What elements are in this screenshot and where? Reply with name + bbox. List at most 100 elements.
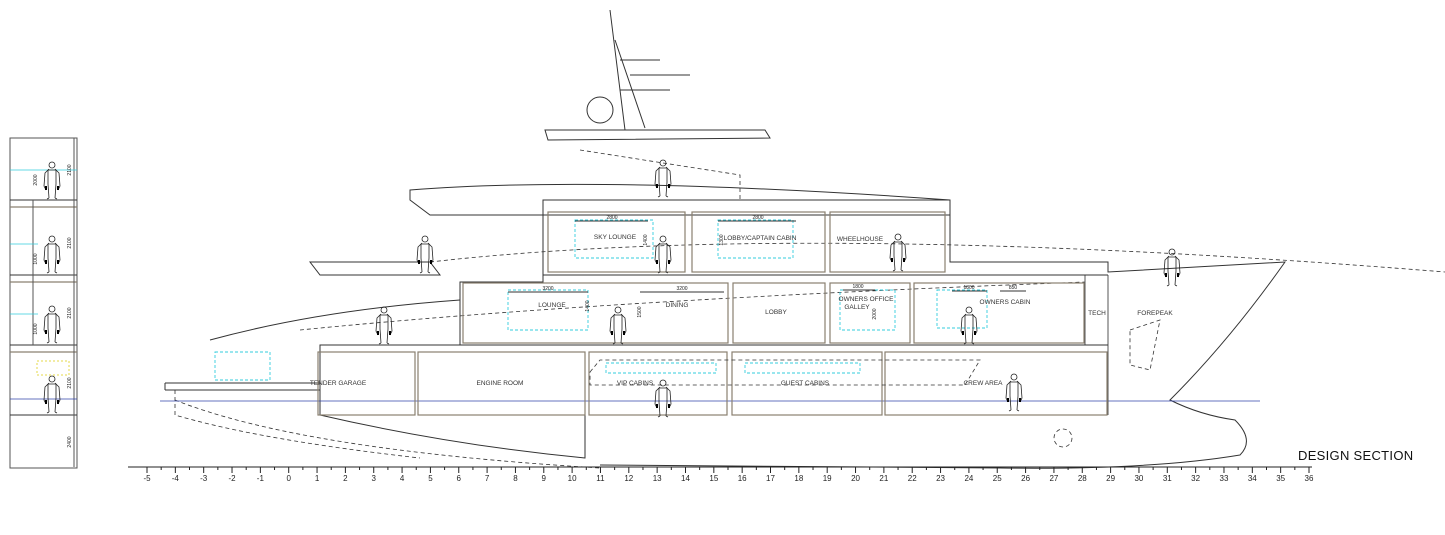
people	[375, 159, 1181, 418]
room-label-tech: TECH	[1088, 310, 1106, 317]
room-label-vip-cabins: VIP CABINS	[617, 380, 654, 387]
person-figure	[43, 235, 61, 274]
room-label-lobby: LOBBY	[765, 309, 787, 316]
ruler-tick-label: 18	[794, 474, 803, 483]
panel-dim: 2400	[67, 436, 73, 447]
ruler-tick-label: 29	[1106, 474, 1115, 483]
room-label-wheelhouse: WHEELHOUSE	[837, 236, 884, 243]
ruler-tick-label: 22	[908, 474, 917, 483]
ruler-tick-label: 12	[624, 474, 633, 483]
dim-label: 3200	[676, 286, 687, 292]
room-label-lobby-captain-cabin: LOBBY/CAPTAIN CABIN	[724, 235, 797, 242]
dim-label: 1300	[719, 234, 725, 245]
person-figure	[375, 306, 393, 345]
hull	[160, 9, 1445, 469]
ruler-tick-label: 21	[879, 474, 888, 483]
ruler-tick-label: 11	[596, 474, 605, 483]
ruler-tick-label: 3	[372, 474, 377, 483]
room-label-crew-area: CREW AREA	[963, 380, 1003, 387]
person-figure	[43, 375, 61, 414]
room-label-galley: GALLEY	[844, 304, 870, 311]
panel-dim: 2100	[67, 237, 73, 248]
person-figure	[960, 306, 978, 345]
dim-label: 1400	[643, 234, 649, 245]
ruler-tick-label: 14	[681, 474, 690, 483]
room-label-sky-lounge: SKY LOUNGE	[594, 234, 637, 241]
dim-label: 2800	[606, 215, 617, 221]
panel-dim: 2100	[67, 307, 73, 318]
ruler-tick-label: 30	[1134, 474, 1143, 483]
room-label-engine-room: ENGINE ROOM	[477, 380, 524, 387]
ruler-tick-label: -5	[143, 474, 151, 483]
ruler-tick-label: 19	[823, 474, 832, 483]
ruler-tick-label: 4	[400, 474, 405, 483]
ruler-tick-label: 1	[315, 474, 320, 483]
ruler-tick-label: -2	[228, 474, 236, 483]
ruler-tick-label: 26	[1021, 474, 1030, 483]
ruler-tick-label: 24	[964, 474, 973, 483]
ruler-tick-label: 13	[653, 474, 662, 483]
ruler-tick-label: 9	[542, 474, 547, 483]
person-figure	[654, 379, 672, 418]
ruler-tick-label: 6	[457, 474, 462, 483]
person-figure	[654, 235, 672, 274]
dim-label: 1500	[637, 306, 643, 317]
ruler-tick-label: 5	[428, 474, 433, 483]
person-figure	[654, 159, 672, 198]
room-label-owners-office: OWNERS OFFICE	[839, 296, 895, 303]
ruler-tick-label: 8	[513, 474, 518, 483]
ruler-tick-label: 7	[485, 474, 490, 483]
room-label-tender-garage: TENDER GARAGE	[310, 380, 367, 387]
person-figure	[609, 306, 627, 345]
dim-label: 3200	[542, 286, 553, 292]
person-figure	[43, 161, 61, 200]
room-label-owners-cabin: OWNERS CABIN	[980, 299, 1031, 306]
ruler-tick-label: 28	[1078, 474, 1087, 483]
dim-label: 1800	[963, 285, 974, 291]
panel-dim: 2100	[67, 164, 73, 175]
deck-height-panel: 2000 2100 2100 1000 2100 1000 2100 2400	[9, 137, 78, 469]
ruler-tick-label: 34	[1248, 474, 1257, 483]
ruler-tick-label: -1	[257, 474, 265, 483]
panel-dim: 2100	[67, 377, 73, 388]
ruler-tick-label: 23	[936, 474, 945, 483]
ruler-tick-label: 27	[1049, 474, 1058, 483]
room-label-dining: DINING	[666, 302, 689, 309]
room-labels: SKY LOUNGE LOBBY/CAPTAIN CABIN WHEELHOUS…	[310, 234, 1174, 387]
person-figure	[1163, 248, 1181, 287]
ruler-tick-label: 33	[1220, 474, 1229, 483]
person-figure	[416, 235, 434, 274]
ruler-tick-label: 15	[709, 474, 718, 483]
dim-label: 1800	[852, 284, 863, 290]
panel-dim: 1000	[33, 253, 39, 264]
ruler-tick-label: 17	[766, 474, 775, 483]
ruler-tick-label: 32	[1191, 474, 1200, 483]
panel-dim: 2000	[33, 174, 39, 185]
panel-dim: 1000	[33, 323, 39, 334]
room-label-forepeak: FOREPEAK	[1137, 310, 1173, 317]
drawing-title: DESIGN SECTION	[1298, 448, 1414, 463]
ruler-tick-label: 10	[568, 474, 577, 483]
ruler-tick-label: 25	[993, 474, 1002, 483]
ruler-tick-label: -3	[200, 474, 208, 483]
ruler-tick-label: 36	[1305, 474, 1314, 483]
ruler-tick-label: 0	[286, 474, 291, 483]
dim-label: 850	[1009, 285, 1018, 291]
ruler-tick-label: 20	[851, 474, 860, 483]
room-label-lounge: LOUNGE	[538, 302, 566, 309]
dim-label: 1400	[585, 300, 591, 311]
ruler-tick-label: 2	[343, 474, 348, 483]
room-label-guest-cabins: GUEST CABINS	[781, 380, 830, 387]
person-figure	[43, 305, 61, 344]
dim-label: 2800	[752, 215, 763, 221]
ruler-tick-label: -4	[172, 474, 180, 483]
person-figure	[1005, 373, 1023, 412]
ruler-tick-label: 31	[1163, 474, 1172, 483]
rooms	[317, 211, 1109, 416]
ruler-tick-label: 16	[738, 474, 747, 483]
dimension-labels: 2800 1400 2800 1300 3200 1400 3200 1500 …	[508, 215, 1026, 320]
seated-person-figure	[889, 233, 907, 272]
dim-label: 2000	[872, 308, 878, 319]
